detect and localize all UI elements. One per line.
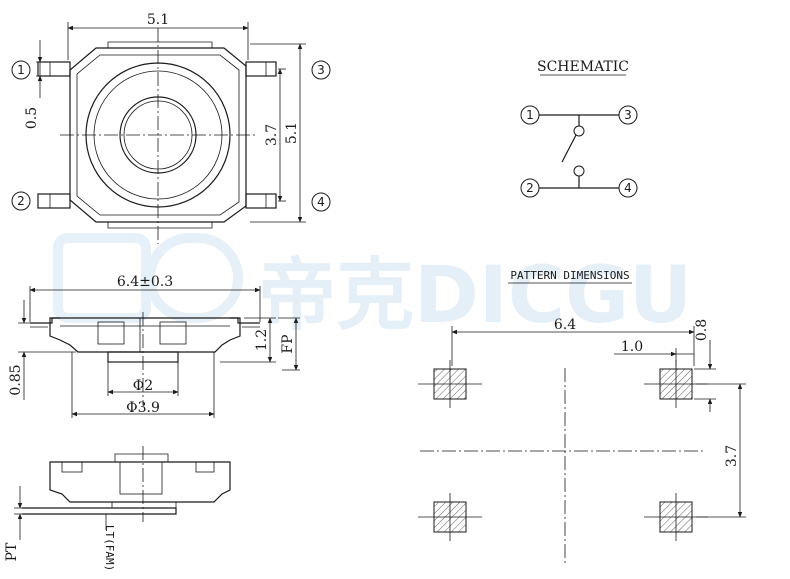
pattern-title: PATTERN DIMENSIONS [510, 269, 629, 282]
top-view-pin-3 [245, 61, 277, 77]
top-height-label: 5.1 [284, 122, 300, 144]
schematic-pin-1: 1 [520, 105, 540, 125]
pad-bottom-right [644, 493, 708, 541]
pad-bottom-left [418, 493, 482, 541]
top-view-body-inner [76, 54, 240, 216]
bottom-notch [107, 222, 213, 229]
schematic-pin-2: 2 [520, 178, 540, 198]
switch-lever [561, 134, 577, 163]
schematic-pin-4: 4 [618, 178, 638, 198]
schematic-title: SCHEMATIC [537, 59, 629, 75]
svg-text:2: 2 [526, 181, 534, 195]
svg-text:3: 3 [624, 108, 632, 122]
pattern-dimensions: PATTERN DIMENSIONS 6.4 [418, 269, 746, 565]
top-view-pin-4 [245, 193, 277, 209]
bottom-lt-label: LT(FAM) [103, 525, 116, 571]
schematic-pin-3: 3 [618, 105, 638, 125]
top-view: 5.1 5.1 3.7 0.5 1 2 3 4 [11, 12, 331, 244]
top-view-pin-2 [37, 193, 71, 209]
pin-callout-4: 4 [311, 192, 331, 212]
side-phi-large-label: Φ3.9 [126, 400, 160, 416]
svg-text:3: 3 [317, 63, 325, 77]
top-width-label: 5.1 [147, 12, 169, 28]
top-view-pin-1 [37, 61, 71, 77]
side-terminal-right [230, 317, 260, 324]
pad-top-left [418, 360, 482, 408]
switch-contact-upper [573, 125, 585, 137]
top-inner-label: 3.7 [264, 124, 280, 146]
svg-text:1: 1 [526, 108, 534, 122]
svg-text:4: 4 [624, 181, 632, 195]
pin-width-label: 0.5 [24, 107, 40, 129]
svg-text:4: 4 [317, 195, 325, 209]
side-phi-small-label: Φ2 [133, 378, 153, 394]
side-length-label: 6.4±0.3 [117, 274, 173, 290]
pin-callout-2: 2 [11, 191, 31, 211]
pattern-offset-label: 1.0 [621, 339, 643, 355]
side-base-height-label: 0.85 [8, 364, 24, 395]
pin-callout-3: 3 [311, 60, 331, 80]
svg-text:1: 1 [17, 63, 25, 77]
top-notch [107, 41, 213, 48]
side-terminal-left [30, 317, 60, 324]
pattern-pitch-label: 3.7 [724, 445, 740, 467]
pin-callout-1: 1 [11, 60, 31, 80]
schematic: SCHEMATIC 1 3 2 4 [520, 59, 638, 198]
watermark: 帝克DICGU [53, 233, 692, 341]
top-view-body [69, 47, 247, 223]
watermark-text: 帝克DICGU [258, 251, 692, 341]
bottom-pt-label: PT [4, 542, 20, 561]
pad-top-right [644, 360, 708, 408]
pattern-pad-size-label: 0.8 [694, 319, 710, 341]
bottom-view-body [49, 461, 231, 503]
side-view-body [49, 317, 241, 353]
svg-text:2: 2 [17, 194, 25, 208]
side-view: 6.4±0.3 1.2 FP 0.85 Φ2 Φ3.9 [8, 274, 300, 418]
side-height-label: 1.2 [254, 329, 270, 351]
side-fp-label: FP [280, 334, 296, 353]
bottom-view: PT LT(FAM) [4, 446, 231, 571]
switch-contact-lower [573, 165, 585, 177]
pattern-span-label: 6.4 [554, 317, 576, 333]
